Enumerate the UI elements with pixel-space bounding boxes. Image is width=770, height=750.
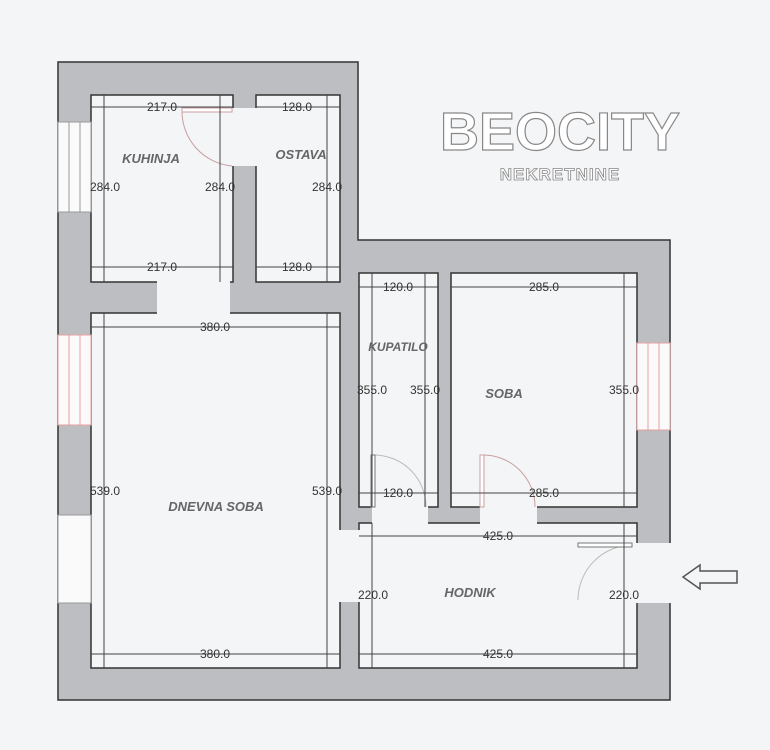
- dim-dnevna-right: 539.0: [312, 484, 342, 498]
- window-dnevna-2: [57, 514, 92, 604]
- dim-dnevna-bottom: 380.0: [200, 647, 230, 661]
- dim-kupatilo-bottom: 120.0: [383, 486, 413, 500]
- dim-kuhinja-left: 284.0: [90, 180, 120, 194]
- window-kuhinja: [57, 121, 92, 213]
- dim-soba-top: 285.0: [529, 280, 559, 294]
- room-label-kuhinja: KUHINJA: [122, 151, 180, 166]
- dim-hodnik-left: 220.0: [358, 588, 388, 602]
- passage-living-hall: [339, 530, 360, 602]
- dim-hodnik-right: 220.0: [609, 588, 639, 602]
- window-soba: [636, 342, 671, 431]
- room-ostava: [255, 94, 341, 283]
- door-opening-soba: [480, 506, 537, 524]
- opening-kitchen-living: [157, 281, 230, 314]
- dim-kupatilo-top: 120.0: [383, 280, 413, 294]
- room-label-soba: SOBA: [485, 386, 523, 401]
- dim-kupatilo-right: 355.0: [410, 383, 440, 397]
- room-dnevna-soba: [90, 312, 341, 669]
- arrow-left-icon: [681, 563, 738, 591]
- watermark-subtitle: NEKRETNINE: [500, 165, 621, 184]
- dim-kuhinja-right: 284.0: [205, 180, 235, 194]
- dim-kuhinja-bottom: 217.0: [147, 260, 177, 274]
- dim-kuhinja-top: 217.0: [147, 100, 177, 114]
- dim-dnevna-left: 539.0: [90, 484, 120, 498]
- room-label-hodnik: HODNIK: [444, 585, 497, 600]
- entrance-opening: [636, 543, 671, 603]
- door-soba: [482, 454, 536, 508]
- room-label-kupatilo: KUPATILO: [368, 340, 428, 354]
- dim-ostava-bottom: 128.0: [282, 260, 312, 274]
- window-dnevna-1: [57, 334, 92, 426]
- dim-soba-bottom: 285.0: [529, 486, 559, 500]
- dim-hodnik-top: 425.0: [483, 529, 513, 543]
- door-opening-kupatilo: [372, 506, 428, 524]
- door-opening-ostava: [232, 108, 257, 166]
- room-label-dnevna: DNEVNA SOBA: [168, 499, 264, 514]
- dim-dnevna-top: 380.0: [200, 320, 230, 334]
- dim-ostava-top: 128.0: [282, 100, 312, 114]
- room-label-ostava: OSTAVA: [275, 147, 326, 162]
- door-kuhinja: [181, 109, 233, 167]
- watermark-brand: BEOCITY: [440, 102, 680, 162]
- dim-kupatilo-left: 355.0: [357, 383, 387, 397]
- dim-soba-right: 355.0: [609, 383, 639, 397]
- dim-ostava-right: 284.0: [312, 180, 342, 194]
- dim-hodnik-bottom: 425.0: [483, 647, 513, 661]
